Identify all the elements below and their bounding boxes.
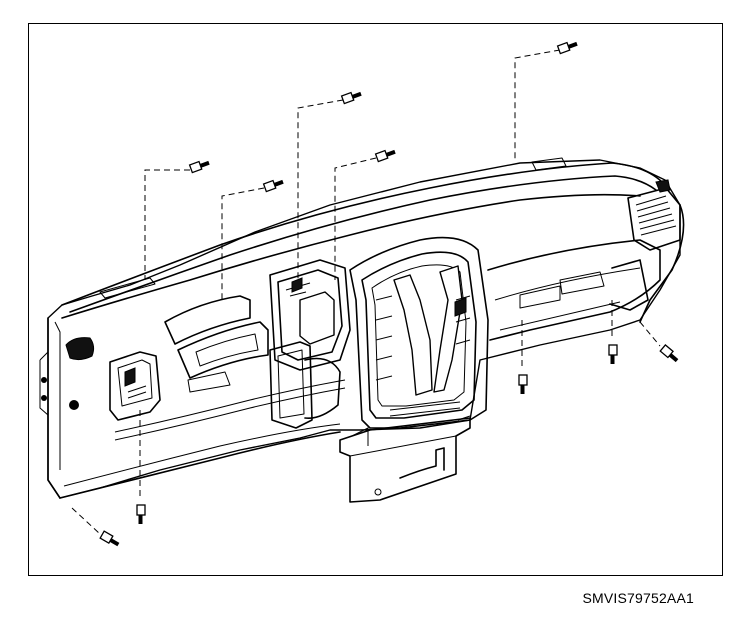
figure-code: SMVIS79752AA1	[582, 590, 694, 606]
screw-icon	[136, 504, 146, 524]
left-mounting-hole	[69, 400, 79, 410]
right-end-cap	[639, 204, 685, 323]
screw-icon	[518, 374, 528, 394]
left-air-vent	[65, 337, 95, 361]
fastener-callouts	[71, 41, 679, 547]
lower-mounting-bracket	[339, 415, 471, 503]
instrument-panel-body	[39, 159, 681, 499]
right-air-vent	[627, 179, 681, 251]
screw-icon	[188, 160, 210, 174]
right-panel-section	[487, 239, 661, 341]
left-cluster-opening	[109, 351, 161, 421]
screw-icon	[374, 149, 396, 163]
center-stack-cavity	[269, 259, 351, 429]
screw-icon	[262, 179, 284, 193]
defrost-slot-left	[99, 277, 156, 299]
center-support-frame	[349, 236, 489, 429]
screw-icon	[556, 41, 578, 55]
screw-icon	[659, 344, 679, 363]
screw-icon	[608, 344, 618, 364]
cluster-recess	[164, 295, 269, 393]
screw-icon	[340, 91, 362, 105]
defrost-slot-right	[531, 157, 567, 171]
screw-icon	[99, 530, 120, 547]
